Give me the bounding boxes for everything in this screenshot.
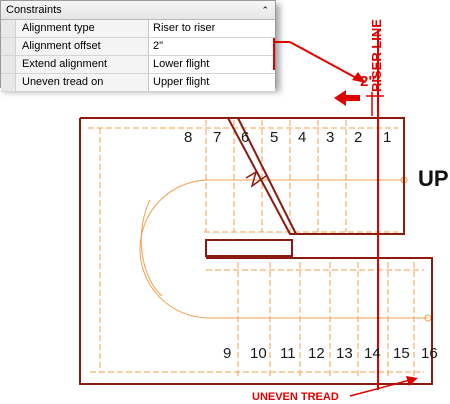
break-line-icon xyxy=(245,170,267,188)
walk-line xyxy=(139,176,432,322)
lower-flight-treads xyxy=(90,262,424,378)
property-value[interactable]: Lower flight xyxy=(149,56,275,73)
tread-number: 9 xyxy=(223,345,231,362)
tread-number: 11 xyxy=(280,345,296,362)
property-value[interactable]: Upper flight xyxy=(149,74,275,91)
uneven-tread-label: UNEVEN TREAD xyxy=(252,391,339,403)
tread-number: 8 xyxy=(184,129,192,146)
landing-curve xyxy=(140,199,163,297)
tread-number: 4 xyxy=(298,129,306,146)
property-row-uneven-tread[interactable]: Uneven tread on Upper flight xyxy=(1,74,275,92)
property-label: Alignment offset xyxy=(16,38,149,55)
tread-number: 5 xyxy=(270,129,278,146)
stair-outline xyxy=(79,117,433,385)
tread-number: 2 xyxy=(354,129,362,146)
tread-number: 10 xyxy=(250,345,267,362)
panel-title: Constraints xyxy=(6,4,62,16)
property-row-extend-alignment[interactable]: Extend alignment Lower flight xyxy=(1,56,275,74)
tread-number: 13 xyxy=(336,345,353,362)
collapse-chevron-icon[interactable]: ⌃ xyxy=(261,4,269,15)
riser-line-label: RISER LINE xyxy=(369,19,384,92)
tread-number: 3 xyxy=(326,129,334,146)
callout-bracket xyxy=(273,38,361,81)
tread-number: 7 xyxy=(213,129,221,146)
property-row-alignment-offset[interactable]: Alignment offset 2" xyxy=(1,38,275,56)
constraints-panel: Constraints ⌃ Alignment type Riser to ri… xyxy=(0,0,276,92)
offset-label: 2" xyxy=(360,73,375,90)
left-arrow-icon xyxy=(334,90,360,106)
tread-number: 14 xyxy=(364,345,381,362)
tread-number: 12 xyxy=(308,345,325,362)
property-value[interactable]: Riser to riser xyxy=(149,20,275,37)
callout-arrowhead-icon xyxy=(352,72,366,83)
tread-number: 16 xyxy=(421,345,438,362)
upper-flight-treads xyxy=(88,120,398,372)
property-label: Extend alignment xyxy=(16,56,149,73)
tread-number: 15 xyxy=(393,345,410,362)
property-row-alignment-type[interactable]: Alignment type Riser to riser xyxy=(1,20,275,38)
direction-label: UP xyxy=(418,166,449,191)
property-label: Alignment type xyxy=(16,20,149,37)
property-label: Uneven tread on xyxy=(16,74,149,91)
tread-number: 6 xyxy=(241,129,249,146)
uneven-tread-leader xyxy=(349,379,411,397)
property-value[interactable]: 2" xyxy=(149,38,275,55)
uneven-tread-arrowhead-icon xyxy=(406,376,418,386)
tread-number: 1 xyxy=(383,129,391,146)
panel-header[interactable]: Constraints ⌃ xyxy=(1,1,275,20)
